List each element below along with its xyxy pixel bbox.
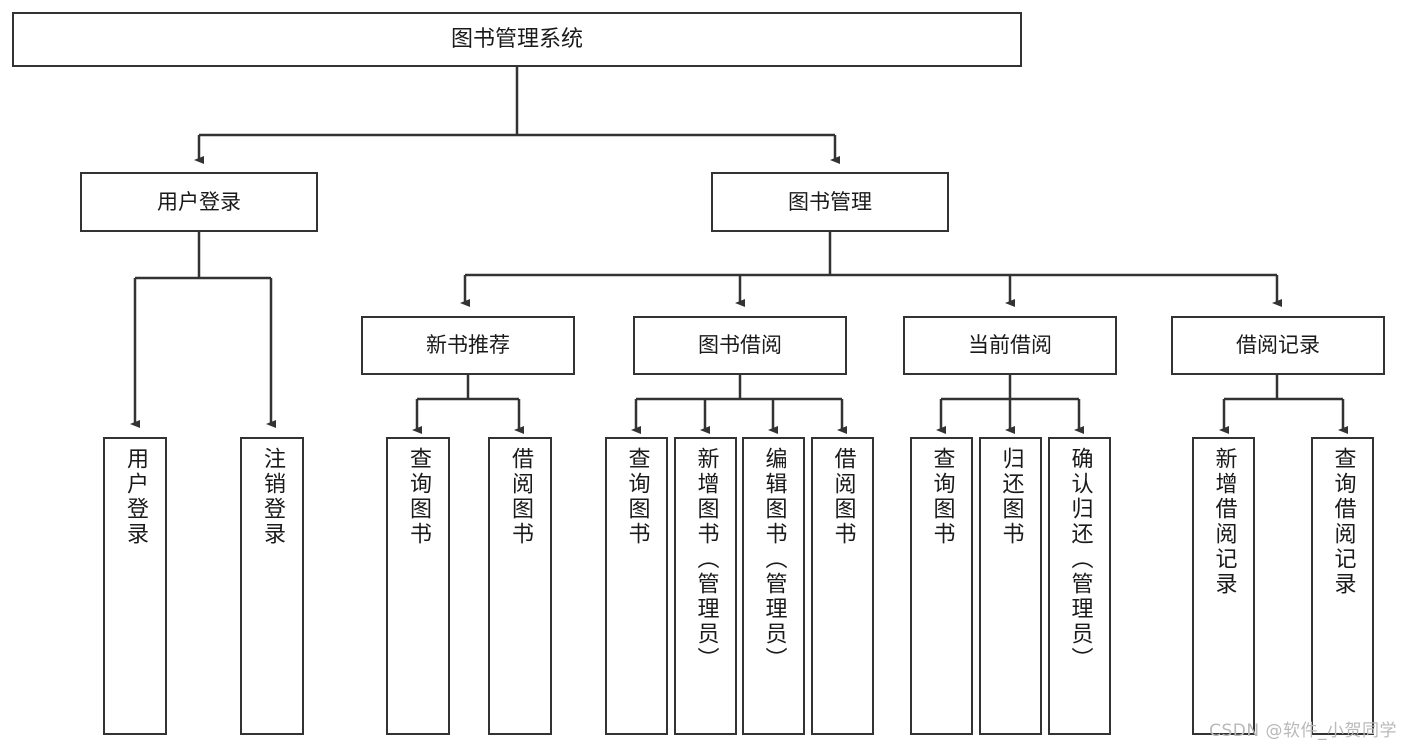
node-book-borrow[interactable]: 图书借阅 xyxy=(633,316,847,375)
node-borrow-record-label: 借阅记录 xyxy=(1236,333,1320,358)
node-leaf-logout-label: 注销登录 xyxy=(260,447,285,547)
node-leaf-borrow-book-2-label: 借阅图书 xyxy=(830,447,856,547)
node-leaf-add-book-label: 新增图书（管理员） xyxy=(693,447,719,672)
node-current-borrow[interactable]: 当前借阅 xyxy=(903,316,1117,375)
node-leaf-query-record-label: 查询借阅记录 xyxy=(1330,447,1356,597)
node-leaf-query-book-2-label: 查询图书 xyxy=(624,447,650,547)
node-leaf-borrow-book-1[interactable]: 借阅图书 xyxy=(488,437,552,735)
node-leaf-user-login[interactable]: 用户登录 xyxy=(103,437,167,735)
node-leaf-query-book-1[interactable]: 查询图书 xyxy=(386,437,450,735)
node-leaf-query-book-3-label: 查询图书 xyxy=(929,447,955,547)
node-root[interactable]: 图书管理系统 xyxy=(12,12,1022,67)
node-leaf-query-book-1-label: 查询图书 xyxy=(406,447,431,547)
node-leaf-borrow-book-1-label: 借阅图书 xyxy=(508,447,533,547)
node-user-login[interactable]: 用户登录 xyxy=(80,172,318,232)
node-book-manage-label: 图书管理 xyxy=(788,189,872,214)
node-leaf-edit-book-label: 编辑图书（管理员） xyxy=(761,447,787,672)
csdn-watermark: CSDN @软件_小贺同学 xyxy=(1209,721,1397,741)
node-book-manage[interactable]: 图书管理 xyxy=(711,172,949,232)
node-leaf-return-book-label: 归还图书 xyxy=(998,447,1024,547)
node-leaf-confirm-return[interactable]: 确认归还（管理员） xyxy=(1048,437,1111,735)
node-leaf-query-book-2[interactable]: 查询图书 xyxy=(605,437,668,735)
node-leaf-add-record[interactable]: 新增借阅记录 xyxy=(1192,437,1255,735)
node-leaf-borrow-book-2[interactable]: 借阅图书 xyxy=(811,437,874,735)
node-user-login-label: 用户登录 xyxy=(157,189,241,214)
node-leaf-query-book-3[interactable]: 查询图书 xyxy=(910,437,973,735)
node-leaf-return-book[interactable]: 归还图书 xyxy=(979,437,1042,735)
node-leaf-confirm-return-label: 确认归还（管理员） xyxy=(1067,447,1093,672)
node-leaf-logout[interactable]: 注销登录 xyxy=(240,437,304,735)
node-book-borrow-label: 图书借阅 xyxy=(698,333,782,358)
node-leaf-edit-book[interactable]: 编辑图书（管理员） xyxy=(742,437,805,735)
node-leaf-query-record[interactable]: 查询借阅记录 xyxy=(1311,437,1374,735)
node-new-book-recommend[interactable]: 新书推荐 xyxy=(361,316,575,375)
node-current-borrow-label: 当前借阅 xyxy=(968,333,1052,358)
node-leaf-user-login-label: 用户登录 xyxy=(123,447,148,547)
node-leaf-add-record-label: 新增借阅记录 xyxy=(1211,447,1237,597)
node-root-label: 图书管理系统 xyxy=(450,26,583,52)
node-leaf-add-book[interactable]: 新增图书（管理员） xyxy=(674,437,737,735)
node-new-book-recommend-label: 新书推荐 xyxy=(426,333,510,358)
node-borrow-record[interactable]: 借阅记录 xyxy=(1171,316,1385,375)
